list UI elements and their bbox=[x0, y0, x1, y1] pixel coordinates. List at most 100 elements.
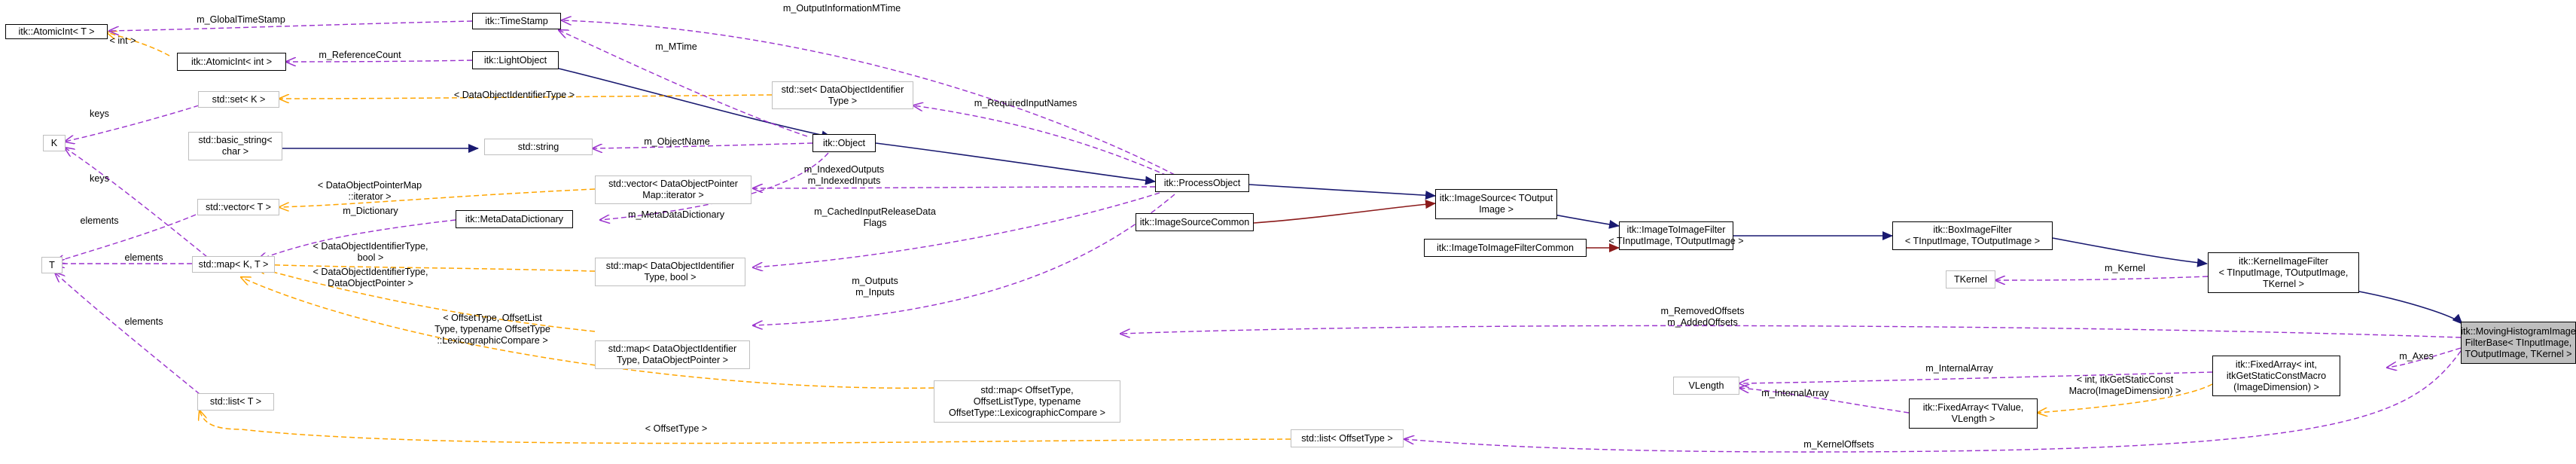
edge-map-bool-to-map-kt bbox=[258, 264, 596, 272]
inheritance-edges bbox=[282, 68, 2463, 325]
node-label: T bbox=[49, 259, 55, 270]
label-elements-1: elements bbox=[80, 215, 118, 226]
edge-vector-t-elements bbox=[55, 214, 197, 262]
node-label: OffsetListType, typename bbox=[973, 395, 1081, 407]
node-k[interactable]: K bbox=[43, 135, 66, 151]
label-keys-1: keys bbox=[90, 108, 109, 119]
node-itk-imagetoimagefilter[interactable]: itk::ImageToImageFilter< TInputImage, TO… bbox=[1608, 221, 1744, 250]
label-dataobjectidentifiertype-pointer: < DataObjectIdentifierType,DataObjectPoi… bbox=[313, 267, 428, 288]
edge-set-dataobject-to-set-k bbox=[279, 95, 773, 99]
edge-fixedarray-int-to-fixedarray-tvalue bbox=[2038, 383, 2213, 413]
node-itk-atomicint-t[interactable]: itk::AtomicInt< T > bbox=[5, 24, 108, 39]
edge-vector-dataobject-to-vector-t bbox=[279, 188, 596, 207]
label-elements-2: elements bbox=[124, 252, 163, 263]
label-m-kernel: m_Kernel bbox=[2105, 263, 2145, 273]
node-std-map-k-t[interactable]: std::map< K, T > bbox=[192, 256, 275, 273]
node-label: std::list< OffsetType > bbox=[1301, 432, 1393, 444]
node-label: itk::ImageToImageFilterCommon bbox=[1437, 242, 1574, 253]
node-itk-object[interactable]: itk::Object bbox=[812, 134, 876, 152]
node-label: TOutputImage, TKernel > bbox=[2465, 348, 2572, 359]
label-dataobjectpointermap-tmpl: < DataObjectPointerMap::iterator > bbox=[318, 180, 422, 202]
edge-map-offset-to-map-kt bbox=[241, 277, 934, 389]
node-label: std::list< T > bbox=[209, 396, 262, 407]
node-std-set-k[interactable]: std::set< K > bbox=[198, 91, 279, 108]
node-label: K bbox=[50, 137, 58, 148]
edge-processobject-to-imagesource bbox=[1248, 184, 1436, 200]
label-m-referencecount: m_ReferenceCount bbox=[319, 50, 401, 60]
node-itk-fixedarray-int[interactable]: itk::FixedArray< int,itkGetStaticConstMa… bbox=[2212, 356, 2340, 396]
node-std-list-offsettype[interactable]: std::list< OffsetType > bbox=[1291, 429, 1404, 447]
edge-processobject-requiredinputnames bbox=[913, 105, 1168, 176]
node-itk-processobject[interactable]: itk::ProcessObject bbox=[1155, 174, 1249, 192]
node-label: < TInputImage, TOutputImage > bbox=[1608, 236, 1744, 246]
node-label: itk::FixedArray< TValue, bbox=[1922, 402, 2024, 413]
node-label: std::vector< DataObjectPointer bbox=[608, 179, 738, 189]
edge-lightobject-to-object bbox=[558, 68, 832, 140]
node-std-string[interactable]: std::string bbox=[484, 139, 593, 155]
node-std-list-t[interactable]: std::list< T > bbox=[197, 393, 274, 411]
node-std-map-offsettype[interactable]: std::map< OffsetType,OffsetListType, typ… bbox=[934, 380, 1120, 423]
node-label: std::string bbox=[517, 141, 559, 152]
node-itk-imagesourcecommon[interactable]: itk::ImageSourceCommon bbox=[1136, 213, 1254, 231]
edge-tkernel-kernel bbox=[1995, 276, 2209, 280]
node-vlength[interactable]: VLength bbox=[1673, 377, 1739, 395]
node-tkernel[interactable]: TKernel bbox=[1946, 270, 1995, 288]
edge-map-kt-keys bbox=[65, 148, 208, 258]
node-label: itk::ImageSource< TOutput bbox=[1439, 193, 1553, 203]
edge-labels: m_GlobalTimeStamp < int > m_OutputInform… bbox=[80, 3, 2433, 450]
label-m-mtime: m_MTime bbox=[655, 41, 697, 52]
label-m-kerneloffsets: m_KernelOffsets bbox=[1803, 439, 1874, 450]
node-label: itk::ImageSourceCommon bbox=[1139, 216, 1250, 227]
member-edges bbox=[55, 20, 2462, 453]
edge-object-mtime bbox=[559, 30, 808, 137]
edge-atomicint-referencecount bbox=[286, 60, 473, 62]
node-label: itk::LightObject bbox=[483, 54, 547, 66]
node-label: itk::ImageToImageFilter bbox=[1626, 224, 1726, 235]
node-label: < TInputImage, TOutputImage, bbox=[2218, 267, 2349, 278]
node-itk-boximagefilter[interactable]: itk::BoxImageFilter< TInputImage, TOutpu… bbox=[1892, 221, 2053, 250]
label-offsettype-tmpl-2: < OffsetType > bbox=[645, 423, 707, 434]
label-m-internalarray-2: m_InternalArray bbox=[1761, 388, 1829, 398]
node-std-basic-string-char[interactable]: std::basic_string<char > bbox=[188, 132, 282, 160]
edge-fixedarray-int-axes bbox=[2387, 347, 2462, 368]
node-label: std::map< K, T > bbox=[198, 258, 269, 270]
node-label: Type, DataObjectPointer > bbox=[616, 355, 729, 365]
node-label: (ImageDimension) > bbox=[2233, 381, 2319, 392]
node-itk-imagetoimagefiltercommon[interactable]: itk::ImageToImageFilterCommon bbox=[1424, 239, 1587, 257]
node-itk-fixedarray-tvalue[interactable]: itk::FixedArray< TValue,VLength > bbox=[1909, 398, 2038, 429]
edge-set-k-keys bbox=[65, 105, 200, 142]
node-itk-timestamp[interactable]: itk::TimeStamp bbox=[472, 13, 561, 29]
node-itk-atomicint-int[interactable]: itk::AtomicInt< int > bbox=[177, 53, 286, 71]
node-label: char > bbox=[221, 146, 249, 157]
label-elements-3: elements bbox=[124, 316, 163, 327]
label-keys-2: keys bbox=[90, 173, 109, 184]
node-label: itk::FixedArray< int, bbox=[2235, 359, 2318, 370]
label-m-internalarray-1: m_InternalArray bbox=[1925, 363, 1993, 374]
node-itk-kernelimagefilter[interactable]: itk::KernelImageFilter< TInputImage, TOu… bbox=[2208, 252, 2359, 293]
edge-list-offset-to-list-t bbox=[200, 411, 1291, 444]
edge-kernelimagefilter-to-movinghistogram bbox=[2358, 291, 2463, 325]
node-label: itk::TimeStamp bbox=[485, 15, 548, 26]
node-std-vector-t[interactable]: std::vector< T > bbox=[197, 199, 279, 215]
node-label: OffsetType::LexicographicCompare > bbox=[948, 407, 1106, 418]
node-label: std::set< K > bbox=[212, 93, 266, 105]
node-itk-lightobject[interactable]: itk::LightObject bbox=[472, 51, 559, 69]
label-m-metadatadictionary: m_MetaDataDictionary bbox=[628, 209, 725, 220]
label-m-dictionary: m_Dictionary bbox=[343, 206, 398, 216]
node-label: itk::KernelImageFilter bbox=[2239, 255, 2328, 267]
label-m-objectname: m_ObjectName bbox=[644, 136, 710, 147]
node-label: Type, bool > bbox=[644, 272, 697, 282]
node-itk-metadatadictionary[interactable]: itk::MetaDataDictionary bbox=[456, 210, 573, 228]
node-t[interactable]: T bbox=[41, 257, 62, 273]
